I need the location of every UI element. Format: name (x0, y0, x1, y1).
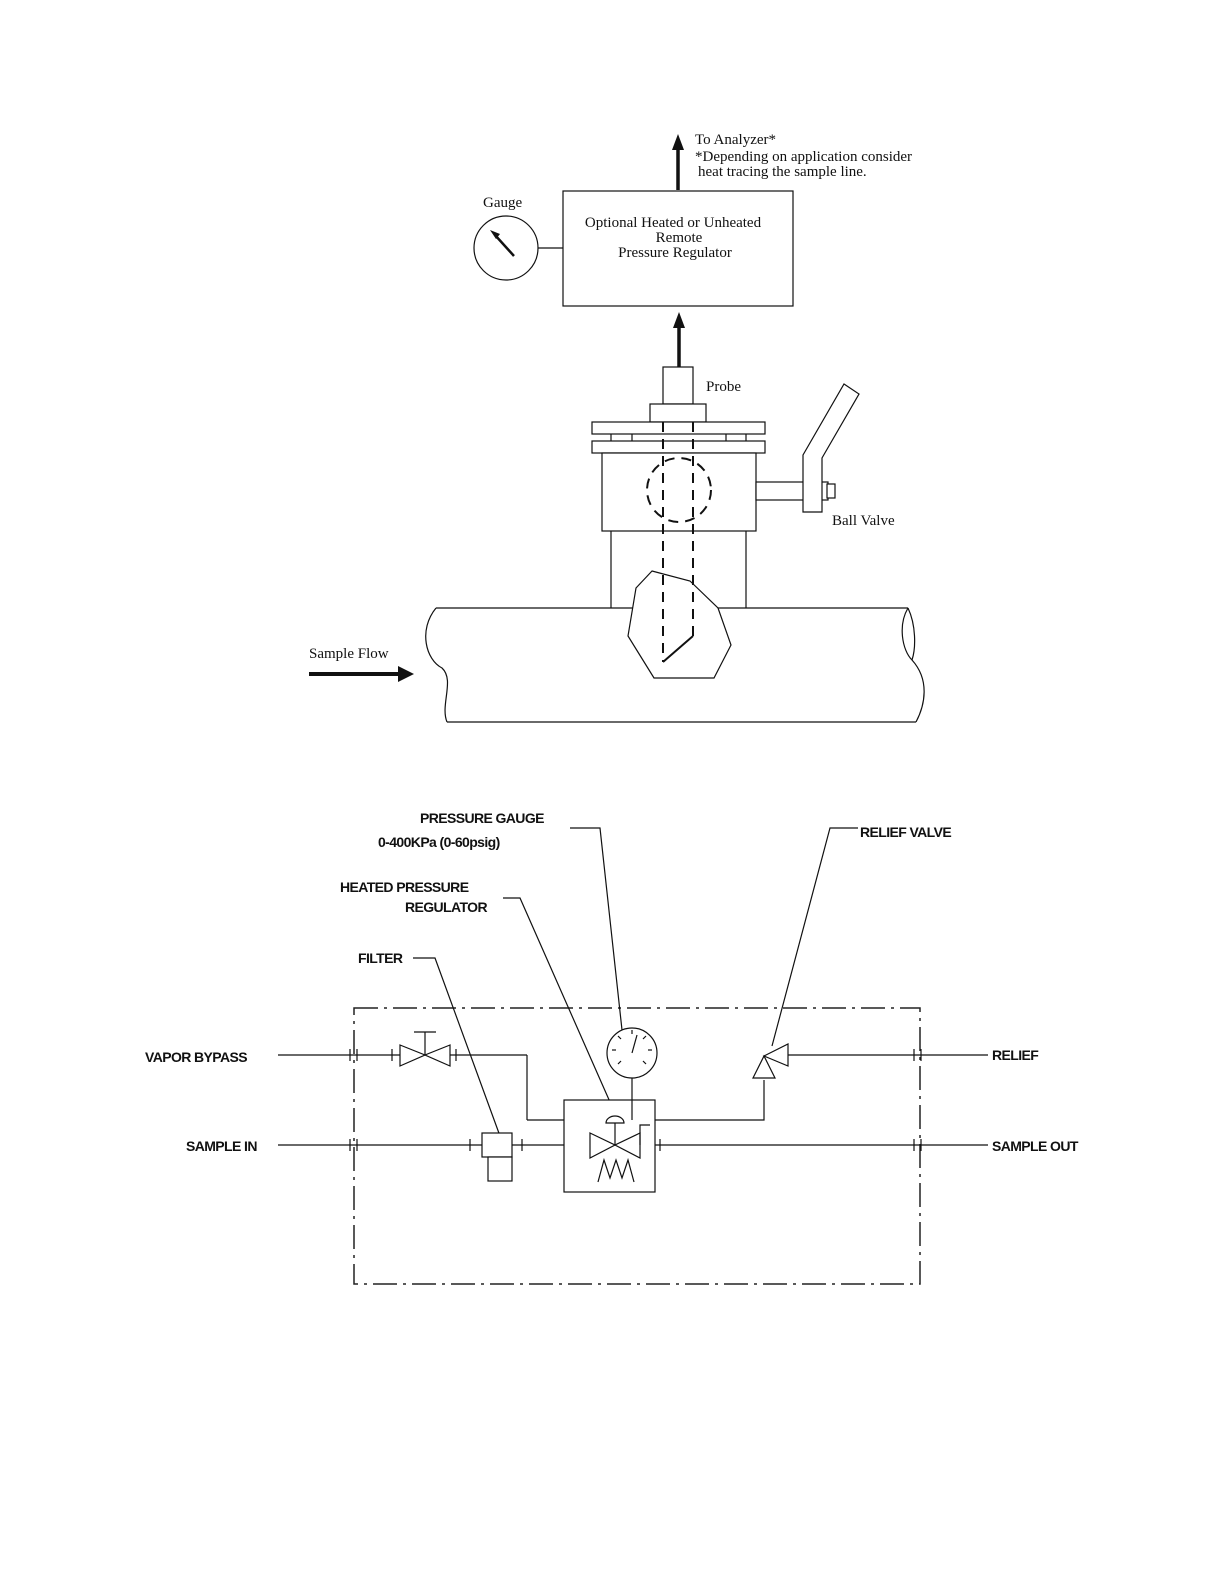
heated-regulator-label-line2: REGULATOR (405, 899, 487, 915)
pressure-gauge-label-line1: PRESSURE GAUGE (420, 810, 544, 826)
pressure-gauge-icon (607, 1028, 657, 1078)
probe-assembly (592, 367, 765, 608)
vapor-bypass-label: VAPOR BYPASS (145, 1049, 247, 1065)
vapor-bypass-line (278, 1049, 564, 1120)
pressure-gauge-label-line2: 0-400KPa (0-60psig) (378, 834, 500, 850)
flange-upper (592, 422, 765, 434)
regulator-label-line1: Optional Heated or Unheated (585, 215, 762, 231)
heat-tracing-note-line2: heat tracing the sample line. (698, 164, 867, 180)
filter-icon (482, 1133, 512, 1181)
filter-label: FILTER (358, 950, 403, 966)
sample-flow-label: Sample Flow (309, 646, 389, 662)
regulator-label-line2: Remote (656, 230, 703, 246)
leader-lines (413, 828, 858, 1136)
gauge-label: Gauge (483, 195, 522, 211)
sample-flow-arrow (309, 666, 414, 682)
regulator-label-line3: Pressure Regulator (618, 245, 732, 261)
probe-top (663, 367, 693, 404)
top-diagram: To Analyzer* *Depending on application c… (309, 132, 924, 722)
probe-to-regulator-arrow (673, 312, 685, 367)
bypass-valve-icon (400, 1032, 450, 1066)
heated-regulator-label-line1: HEATED PRESSURE (340, 879, 469, 895)
relief-valve-icon (753, 1044, 988, 1078)
to-analyzer-arrow (672, 134, 684, 190)
to-analyzer-label: To Analyzer* (695, 132, 776, 148)
valve-body (602, 453, 756, 531)
probe-label: Probe (706, 379, 741, 395)
flange-lower (592, 441, 765, 453)
probe-nut (650, 404, 706, 422)
pipe-fitting (628, 571, 731, 678)
sample-in-label: SAMPLE IN (186, 1138, 257, 1154)
ball-valve-handle (756, 384, 859, 512)
ball-valve-label: Ball Valve (832, 513, 895, 529)
relief-label: RELIEF (992, 1047, 1039, 1063)
heated-regulator-icon (564, 1078, 764, 1192)
sample-out-label: SAMPLE OUT (992, 1138, 1079, 1154)
bottom-diagram: PRESSURE GAUGE 0-400KPa (0-60psig) RELIE… (145, 810, 1079, 1284)
gauge-icon (474, 216, 563, 280)
heat-tracing-note-line1: *Depending on application consider (695, 149, 912, 165)
relief-valve-label: RELIEF VALVE (860, 824, 951, 840)
